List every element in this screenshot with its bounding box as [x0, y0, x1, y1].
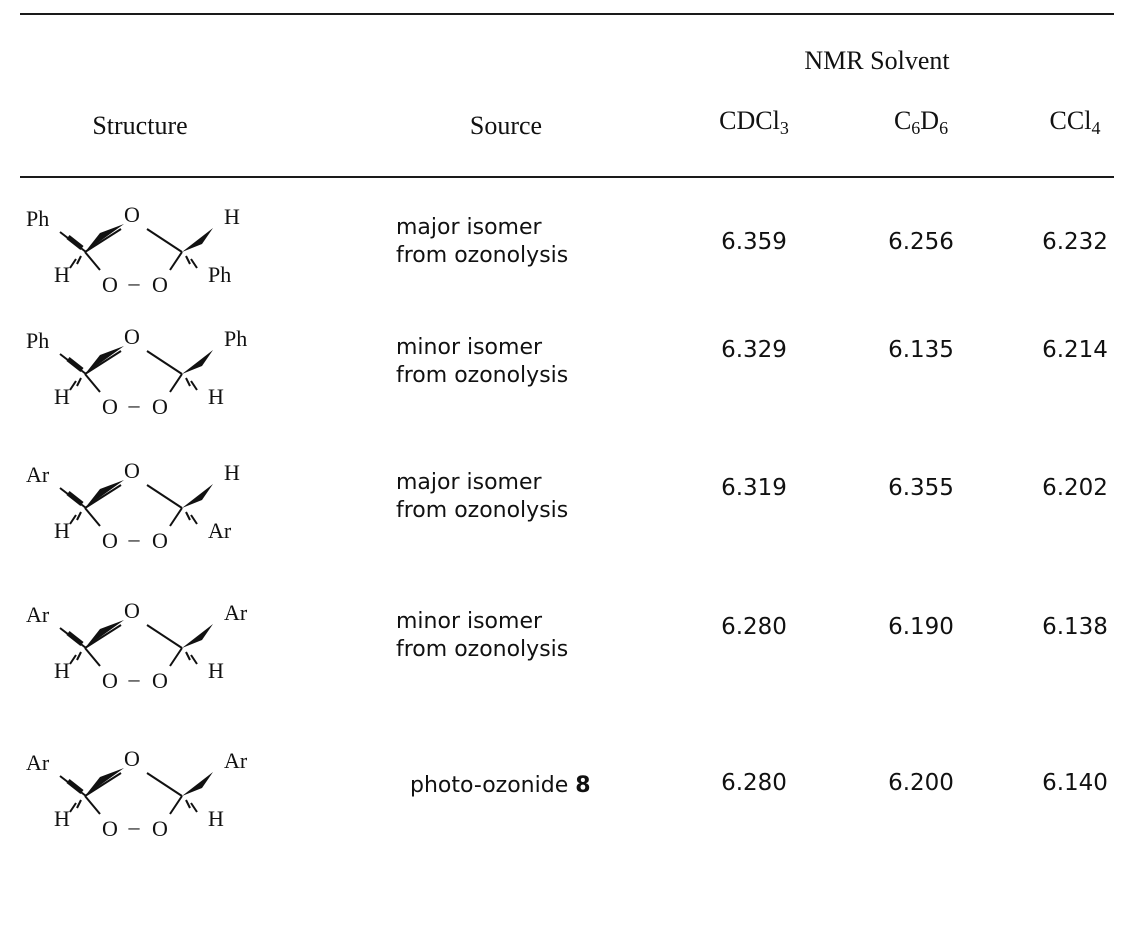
value-cdcl3-row-4: 6.280 [721, 614, 787, 640]
ring-oxygen-bottom-left: O [102, 272, 118, 297]
header-solvent-c6d6: C6D6 [893, 106, 949, 138]
value-ccl4-row-3: 6.202 [1042, 475, 1108, 501]
value-ccl4-row-1: 6.232 [1042, 229, 1108, 255]
ring-oxygen-bottom-right: O [152, 528, 168, 553]
ring-oxygen-bottom-right: O [152, 668, 168, 693]
ring-oxygen-bottom-left: O [102, 528, 118, 553]
value-cdcl3-row-3: 6.319 [721, 475, 787, 501]
substituent-top-right: Ph [224, 326, 247, 351]
compound-number: 8 [575, 773, 591, 798]
value-ccl4-row-2: 6.214 [1042, 337, 1108, 363]
source-cell-row-4: minor isomer from ozonolysis [396, 609, 569, 662]
substituent-bottom-left: H [54, 658, 70, 683]
source-cell-row-2: minor isomer from ozonolysis [396, 335, 569, 388]
peroxide-bond: – [128, 270, 141, 295]
source-cell-row-3: major isomer from ozonolysis [396, 470, 569, 523]
peroxide-bond: – [128, 814, 141, 839]
value-ccl4-row-5: 6.140 [1042, 770, 1108, 796]
substituent-bottom-right: H [208, 806, 224, 831]
ozonide-ring [59, 768, 213, 815]
substituent-top-left: Ph [26, 328, 49, 353]
value-c6d6-row-2: 6.135 [888, 337, 954, 363]
substituent-top-right: Ar [224, 748, 248, 773]
substituent-bottom-left: H [54, 262, 70, 287]
substituent-bottom-left: H [54, 806, 70, 831]
substituent-top-left: Ph [26, 206, 49, 231]
value-c6d6-row-5: 6.200 [888, 770, 954, 796]
ozonide-structure-row-2: Ph O Ph H O – O H [26, 324, 247, 419]
header-solvent-cdcl3: CDCl3 [719, 106, 789, 138]
ozonide-structure-row-5: Ar O Ar H O – O H [26, 746, 248, 841]
substituent-top-left: Ar [26, 750, 50, 775]
header-structure: Structure [92, 111, 188, 140]
ozonide-structure-row-4: Ar O Ar H O – O H [26, 598, 248, 693]
ring-oxygen-bottom-right: O [152, 272, 168, 297]
header-nmr-solvent: NMR Solvent [804, 46, 950, 75]
substituent-bottom-right: Ph [208, 262, 231, 287]
value-cdcl3-row-2: 6.329 [721, 337, 787, 363]
ozonide-ring [59, 620, 213, 667]
substituent-bottom-right: H [208, 658, 224, 683]
substituent-top-left: Ar [26, 462, 50, 487]
header-source: Source [469, 111, 543, 140]
substituent-bottom-left: H [54, 518, 70, 543]
ring-oxygen-top: O [124, 746, 140, 771]
table-top-rule [20, 13, 1114, 15]
substituent-top-right: Ar [224, 600, 248, 625]
value-cdcl3-row-5: 6.280 [721, 770, 787, 796]
peroxide-bond: – [128, 526, 141, 551]
table-header-rule [20, 176, 1114, 178]
ring-oxygen-bottom-left: O [102, 816, 118, 841]
substituent-top-right: H [224, 204, 240, 229]
source-cell-row-1: major isomer from ozonolysis [396, 215, 569, 268]
ring-oxygen-bottom-right: O [152, 816, 168, 841]
peroxide-bond: – [128, 666, 141, 691]
ozonide-ring [59, 346, 213, 393]
header-solvent-ccl4: CCl4 [1049, 106, 1101, 138]
substituent-bottom-right: H [208, 384, 224, 409]
value-c6d6-row-3: 6.355 [888, 475, 954, 501]
substituent-bottom-right: Ar [208, 518, 232, 543]
value-c6d6-row-1: 6.256 [888, 229, 954, 255]
substituent-top-left: Ar [26, 602, 50, 627]
ring-oxygen-top: O [124, 458, 140, 483]
ring-oxygen-top: O [124, 202, 140, 227]
ozonide-structure-row-3: Ar O H H O – O Ar [26, 458, 240, 553]
value-cdcl3-row-1: 6.359 [721, 229, 787, 255]
ozonide-structure-row-1: Ph O H H O – O Ph [26, 202, 240, 297]
ring-oxygen-bottom-left: O [102, 394, 118, 419]
value-c6d6-row-4: 6.190 [888, 614, 954, 640]
ring-oxygen-bottom-right: O [152, 394, 168, 419]
peroxide-bond: – [128, 392, 141, 417]
ozonide-ring [59, 480, 213, 527]
ring-oxygen-bottom-left: O [102, 668, 118, 693]
value-ccl4-row-4: 6.138 [1042, 614, 1108, 640]
ring-oxygen-top: O [124, 324, 140, 349]
source-cell-row-5: photo-ozonide 8 [410, 773, 591, 798]
ring-oxygen-top: O [124, 598, 140, 623]
substituent-top-right: H [224, 460, 240, 485]
substituent-bottom-left: H [54, 384, 70, 409]
ozonide-ring [59, 224, 213, 271]
